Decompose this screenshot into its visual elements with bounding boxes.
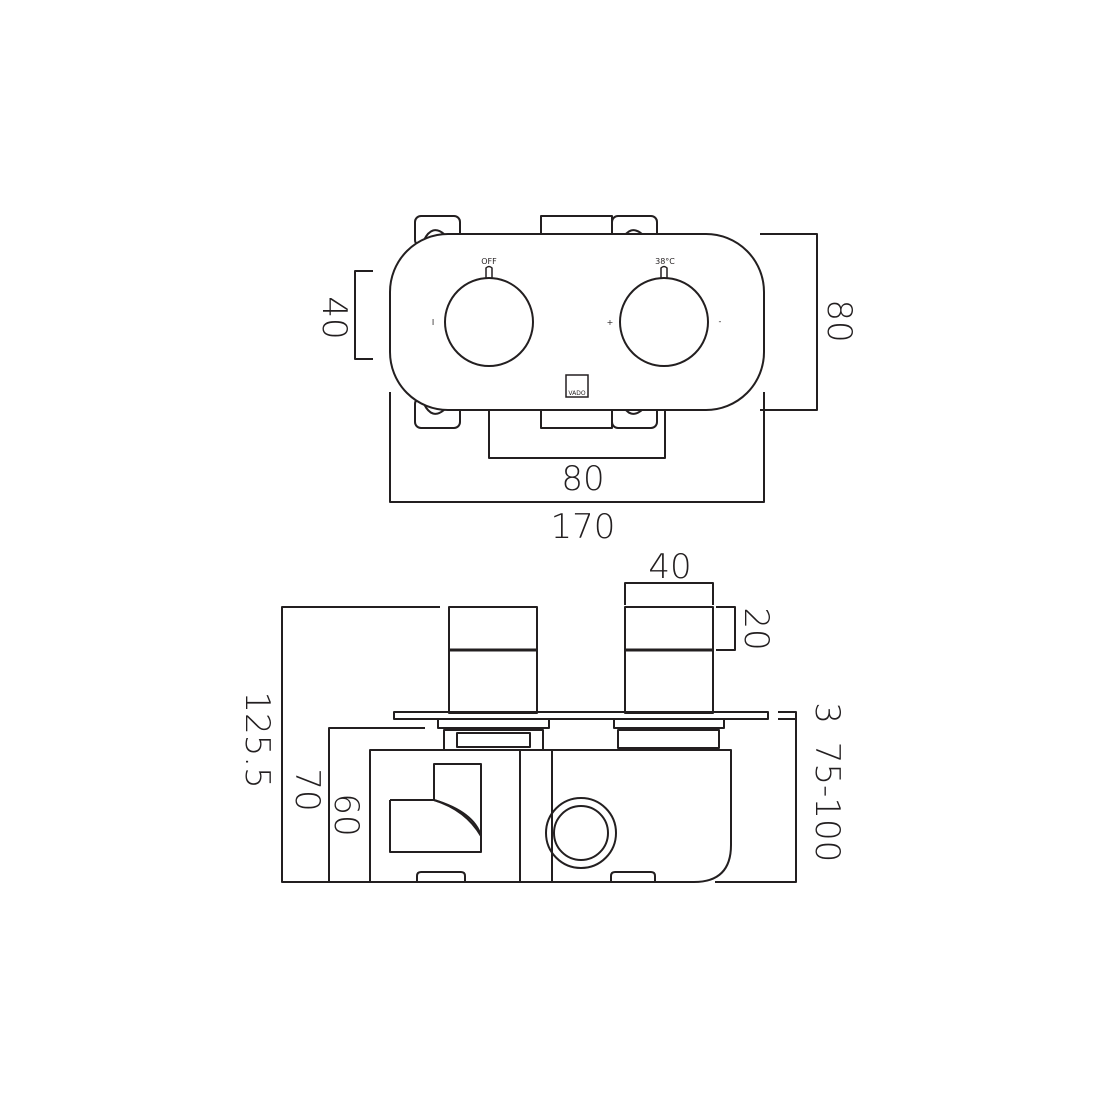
right-collar: [613, 718, 725, 729]
dim-body-depth-70-label: 70: [287, 768, 327, 811]
dim-handle-cap-label: 20: [736, 607, 776, 650]
valve-body: [369, 749, 521, 883]
dim-handle-width-label: 40: [648, 547, 691, 587]
inlet-ring-outer: [545, 797, 617, 869]
right-knob-indicator: [660, 265, 668, 279]
side-view: 40 20 125.5 70 60 3 75-100: [237, 547, 847, 883]
right-knob-label: 38°C: [655, 257, 675, 266]
dim-plate-height-label: 80: [819, 299, 859, 342]
dim-plate-thickness: 3: [778, 702, 847, 724]
left-knob-indicator: [485, 265, 493, 279]
dim-total-depth-label: 125.5: [237, 691, 277, 788]
right-knob-plus: +: [607, 318, 614, 327]
dim-plate-thickness-label: 3: [807, 702, 847, 724]
dim-total-depth: 125.5: [237, 606, 440, 883]
left-knob-label: OFF: [481, 257, 497, 266]
dim-handle-width: 40: [624, 547, 714, 605]
dim-knob-height-label: 40: [314, 296, 354, 339]
dim-body-depth-70: 70: [287, 727, 425, 882]
dim-body-depth-60-label: 60: [326, 793, 366, 836]
vado-logo: VADO: [565, 374, 589, 398]
outlet-port: [389, 763, 482, 853]
dim-plate-width: 170: [389, 392, 765, 547]
logo-text: VADO: [568, 390, 585, 397]
right-foot: [610, 871, 656, 882]
right-knob: [619, 277, 709, 367]
cover-plate-side: [393, 711, 769, 720]
right-sleeve: [617, 729, 720, 749]
right-handle: [624, 606, 714, 714]
dim-wall-depth-label: 75-100: [807, 742, 847, 862]
dim-knob-height: 40: [314, 270, 373, 360]
dim-wall-depth: 75-100: [715, 718, 847, 883]
left-handle: [448, 606, 538, 714]
dim-plate-height: 80: [760, 233, 859, 411]
left-foot: [416, 871, 466, 882]
dim-bracket-width-label: 80: [561, 459, 604, 499]
dim-bracket-width: 80: [488, 410, 666, 499]
right-knob-minus: -: [719, 317, 722, 326]
dim-body-depth-60: 60: [326, 749, 418, 837]
left-knob: [444, 277, 534, 367]
dim-plate-width-label: 170: [551, 507, 616, 547]
front-view: OFF 38°C I + - VADO 40 80 80 170: [314, 215, 859, 547]
left-collar: [437, 718, 550, 729]
dim-handle-cap: 20: [716, 606, 776, 651]
inlet-ring-inner: [553, 805, 609, 861]
left-knob-mark: I: [432, 318, 434, 327]
